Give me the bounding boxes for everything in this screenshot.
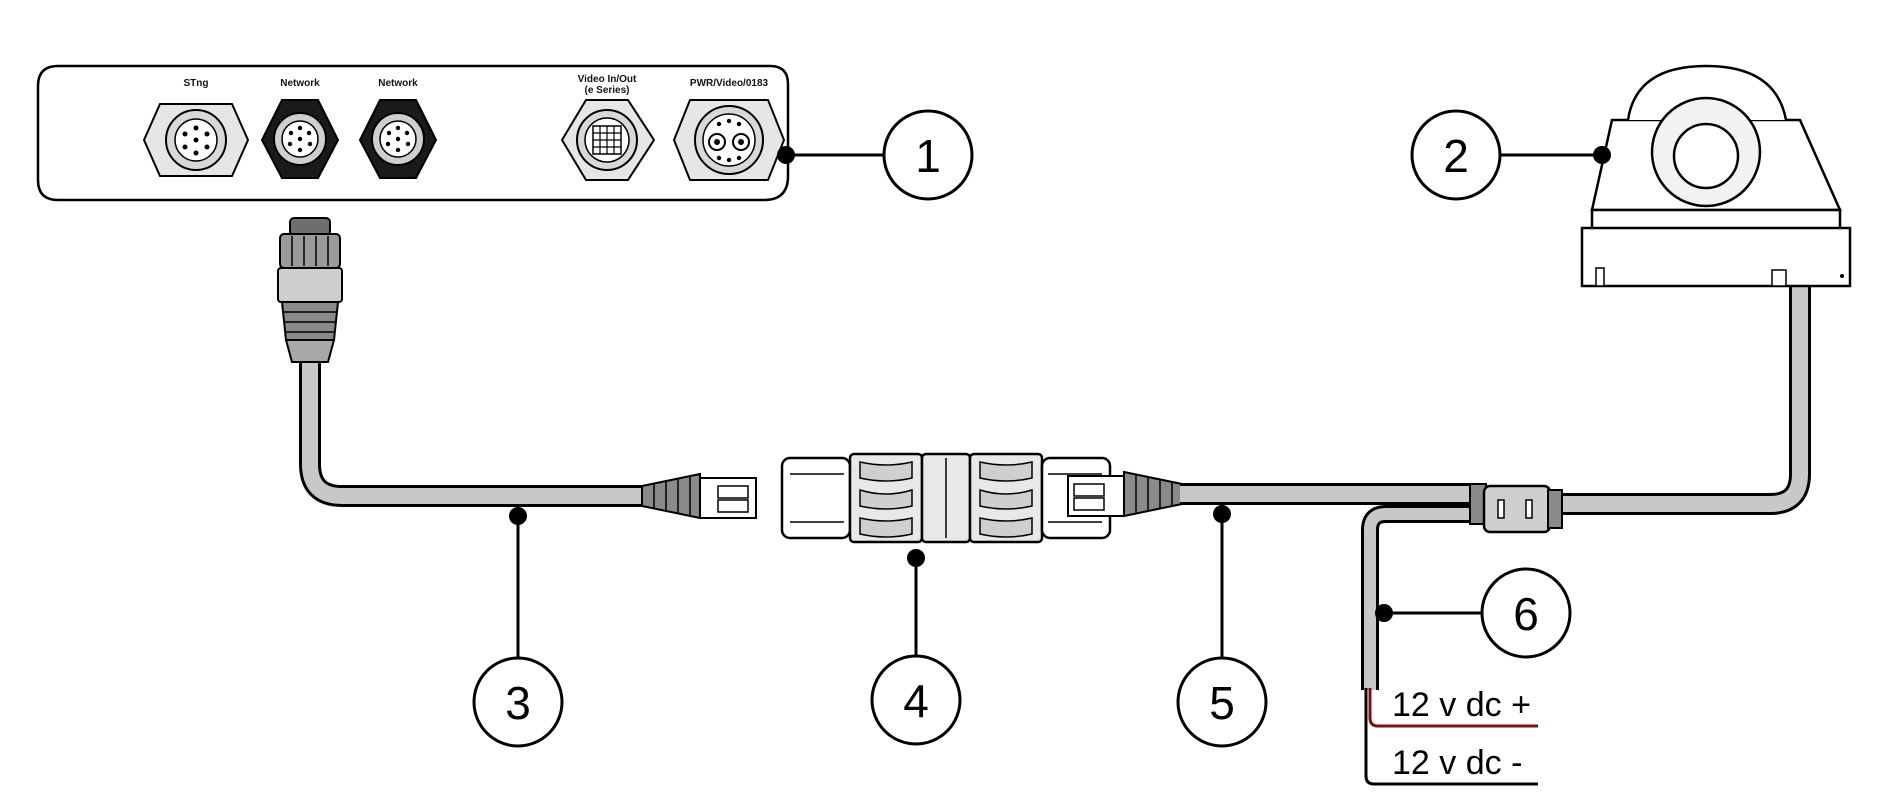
- dome-camera: [1580, 64, 1852, 288]
- callout-1-number: 1: [915, 130, 941, 182]
- positive-wire: [1368, 688, 1538, 728]
- negative-voltage-label: 12 v dc -: [1392, 744, 1522, 782]
- callout-6-number: 6: [1513, 588, 1539, 640]
- callout-3: 3: [472, 507, 564, 748]
- video-port-label: Video In/Out: [578, 74, 637, 85]
- negative-wire: [1364, 688, 1538, 786]
- network-port-2-label: Network: [378, 78, 418, 89]
- stng-port: STng: [142, 78, 250, 177]
- network-port-1-label: Network: [280, 78, 320, 89]
- device-rear-panel: STng Network Network: [36, 64, 790, 202]
- callout-4: 4: [870, 549, 962, 746]
- callout-2: 2: [1410, 109, 1611, 201]
- stng-port-label: STng: [184, 78, 209, 89]
- network-port-1: Network: [260, 78, 340, 179]
- positive-voltage-label: 12 v dc +: [1392, 686, 1531, 724]
- callout-2-number: 2: [1443, 130, 1469, 182]
- callout-3-number: 3: [505, 677, 531, 729]
- callouts: 1 2 3 4 5: [472, 109, 1611, 748]
- callout-4-number: 4: [903, 675, 929, 727]
- callout-5: 5: [1176, 505, 1268, 748]
- power-wires: 12 v dc + 12 v dc -: [1364, 686, 1538, 786]
- callout-1: 1: [777, 109, 974, 201]
- video-port-sublabel: (e Series): [584, 85, 629, 96]
- round-network-plug: [277, 217, 343, 363]
- callout-5-number: 5: [1209, 677, 1235, 729]
- power-video-port-label: PWR/Video/0183: [690, 78, 769, 89]
- callout-6: 6: [1375, 567, 1572, 659]
- video-port: Video In/Out (e Series): [560, 74, 656, 181]
- inline-coupler: [780, 452, 1112, 544]
- power-video-port: PWR/Video/0183: [672, 78, 786, 181]
- cable-junction: [1469, 483, 1563, 534]
- network-cable-3: [277, 217, 757, 520]
- network-port-2: Network: [358, 78, 438, 179]
- rj45-plug-left: [641, 472, 757, 520]
- rj45-plug-right: [1067, 470, 1183, 518]
- camera-cable-5: [1067, 286, 1811, 690]
